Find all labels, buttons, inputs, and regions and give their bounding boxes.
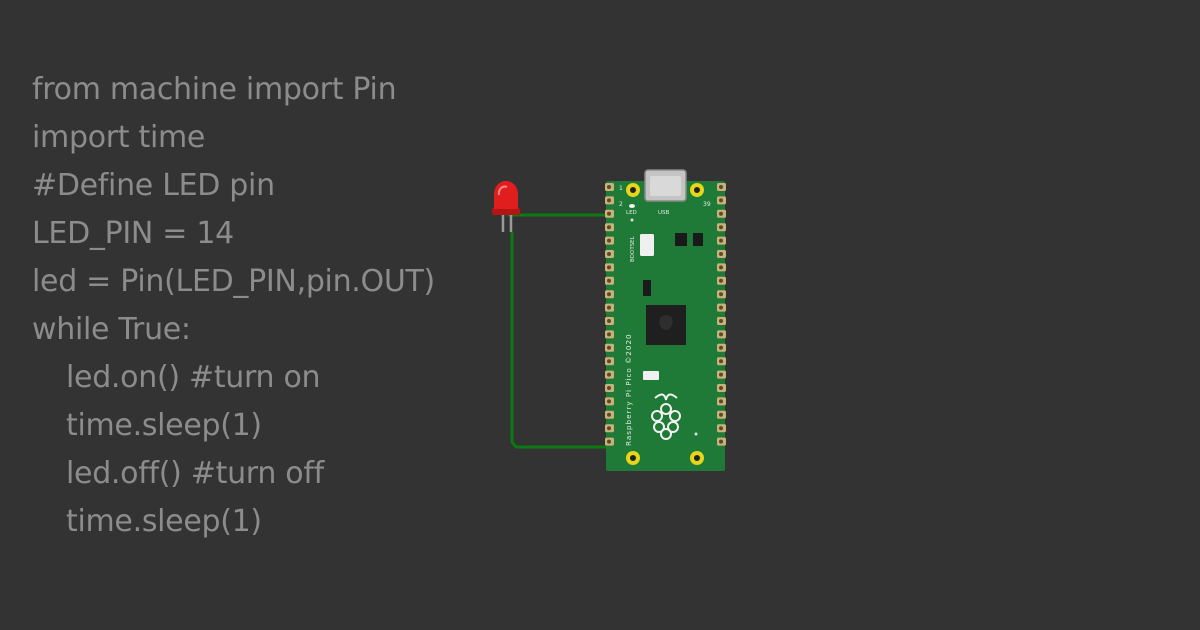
pin-pad-hole [607, 426, 611, 431]
bootsel-label: BOOTSEL [630, 235, 636, 262]
led-dome [494, 180, 518, 209]
code-line-2: import time [32, 120, 206, 155]
pin-pad-hole [607, 292, 611, 297]
pin-pad-hole [719, 372, 723, 377]
led-label: LED [626, 210, 637, 216]
component-chip [643, 280, 651, 296]
code-line-8: time.sleep(1) [66, 408, 262, 443]
pin-pad-hole [719, 265, 723, 270]
pin-pad-hole [607, 386, 611, 390]
pin-pad-hole [607, 265, 611, 270]
right-pin-pads [717, 183, 726, 446]
code-line-9: led.off() #turn off [66, 456, 324, 491]
pin-pad-hole [719, 198, 723, 203]
code-listing: from machine import Pin import time #Def… [32, 66, 435, 546]
pin-pad-hole [719, 319, 723, 323]
crystal [643, 371, 659, 380]
usb-label: USB [658, 210, 670, 216]
test-point [694, 432, 698, 436]
code-line-6: while True: [32, 312, 191, 347]
code-line-7: led.on() #turn on [66, 360, 321, 395]
pin-pad-hole [607, 185, 611, 189]
pin-pad-hole [719, 386, 723, 390]
led-highlight [497, 185, 508, 196]
pin-39-label: 39 [703, 201, 711, 208]
pin-pad-hole [607, 412, 611, 417]
mount-hole-top-left-core [630, 187, 636, 193]
mount-hole-bottom-left-core [630, 455, 636, 461]
pin-pad-hole [719, 412, 723, 417]
left-pin-pads [605, 183, 614, 446]
code-line-5: led = Pin(LED_PIN,pin.OUT) [32, 264, 435, 299]
pin-pad-hole [607, 305, 611, 310]
pin-pad-hole [607, 252, 611, 256]
pin-pad-hole [719, 399, 723, 404]
red-led[interactable] [492, 180, 520, 232]
pin-pad-hole [719, 439, 723, 444]
code-line-1: from machine import Pin [32, 72, 397, 107]
raspberry-pi-logo-icon [651, 393, 681, 440]
pin-pad-hole [607, 319, 611, 323]
pin-pad-hole [719, 278, 723, 283]
mount-hole-bottom-right-core [694, 455, 700, 461]
pin-pad-hole [607, 278, 611, 283]
pin-pad-hole [719, 345, 723, 350]
pin-pad-hole [607, 399, 611, 404]
bootsel-button[interactable] [640, 234, 654, 256]
code-line-10: time.sleep(1) [66, 504, 262, 539]
pin-pad-hole [719, 359, 723, 364]
code-line-3: #Define LED pin [32, 168, 275, 203]
pin-pad-hole [607, 372, 611, 377]
component-chip [693, 233, 703, 246]
pin-pad-hole [719, 211, 723, 216]
pin-pad-hole [607, 332, 611, 337]
wires [507, 213, 618, 449]
pin-pad-hole [607, 211, 611, 216]
board-name: Raspberry Pi Pico ©2020 [624, 333, 633, 446]
pin-pad-hole [719, 185, 723, 189]
pin-2-label: 2 [619, 201, 623, 208]
pin-pad-hole [607, 439, 611, 444]
pin-pad-hole [607, 359, 611, 364]
pin-pad-hole [607, 198, 611, 203]
pin-pad-hole [607, 225, 611, 230]
onboard-led-icon [629, 204, 635, 208]
usb-connector-inner [650, 176, 681, 196]
pin-pad-hole [719, 305, 723, 310]
pin-pad-hole [719, 332, 723, 337]
led-rim [492, 208, 520, 215]
rp2040-logo-icon [659, 315, 673, 330]
pico-board[interactable]: 1 2 39 LED USB BOOTSEL Raspberry Pi Pico… [605, 169, 726, 471]
wire-gp14 [510, 232, 612, 449]
pin-pad-hole [607, 238, 611, 243]
mount-hole-top-right-core [694, 187, 700, 193]
pin-1-label: 1 [619, 185, 623, 192]
pin-pad-hole [607, 345, 611, 350]
pin-pad-hole [719, 292, 723, 297]
test-point [630, 218, 634, 222]
pin-pad-hole [719, 252, 723, 256]
pin-pad-hole [719, 426, 723, 431]
pin-pad-hole [719, 238, 723, 243]
component-chip [675, 233, 687, 246]
pin-pad-hole [719, 225, 723, 230]
code-line-4: LED_PIN = 14 [32, 216, 234, 251]
